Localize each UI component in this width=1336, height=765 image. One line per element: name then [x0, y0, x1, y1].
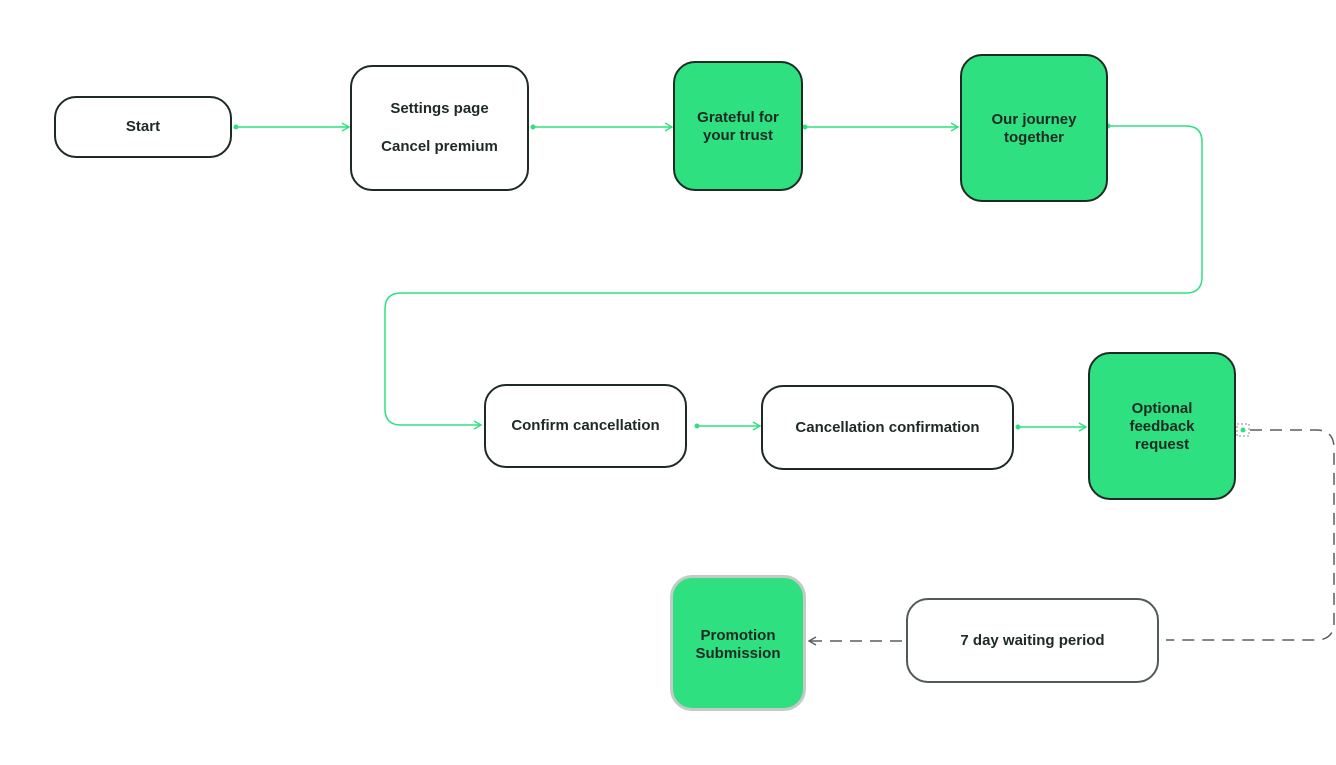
- node-journey-line2: together: [1004, 129, 1064, 146]
- node-promotion-line2: Submission: [695, 645, 781, 662]
- node-settings-line1: Settings page: [390, 100, 489, 117]
- node-confirm-cancellation[interactable]: Confirm cancellation: [484, 384, 687, 468]
- node-feedback-line1: Optional: [1131, 400, 1193, 417]
- node-waiting-period[interactable]: 7 day waiting period: [906, 598, 1159, 683]
- node-journey[interactable]: Our journey together: [960, 54, 1108, 202]
- node-promotion-submission[interactable]: Promotion Submission: [670, 575, 806, 711]
- node-promotion-line1: Promotion: [700, 627, 776, 644]
- node-settings-line2: Cancel premium: [381, 138, 498, 155]
- node-feedback-line3: request: [1134, 436, 1190, 453]
- node-settings-page[interactable]: Settings page Cancel premium: [350, 65, 529, 191]
- node-cancellation-confirmation-label: Cancellation confirmation: [795, 418, 980, 436]
- connector-confirmation-feedback: [1015, 422, 1088, 432]
- connector-grateful-journey: [802, 122, 960, 132]
- node-grateful[interactable]: Grateful for your trust: [673, 61, 803, 191]
- node-confirm-cancellation-label: Confirm cancellation: [511, 417, 660, 434]
- connector-confirm-confirmation: [694, 421, 762, 431]
- node-grateful-line2: your trust: [702, 127, 773, 144]
- node-start-label: Start: [125, 118, 161, 135]
- node-grateful-line1: Grateful for: [697, 109, 779, 126]
- node-cancellation-confirmation[interactable]: Cancellation confirmation: [761, 385, 1014, 470]
- connector-start-settings: [233, 122, 351, 132]
- node-waiting-label: 7 day waiting period: [960, 631, 1105, 649]
- node-feedback-line2: feedback: [1129, 418, 1195, 435]
- node-journey-line1: Our journey: [991, 111, 1077, 128]
- node-start[interactable]: Start: [54, 96, 232, 158]
- connector-feedback-waiting: [1166, 423, 1335, 641]
- node-optional-feedback[interactable]: Optional feedback request: [1088, 352, 1236, 500]
- connector-settings-grateful: [530, 122, 674, 132]
